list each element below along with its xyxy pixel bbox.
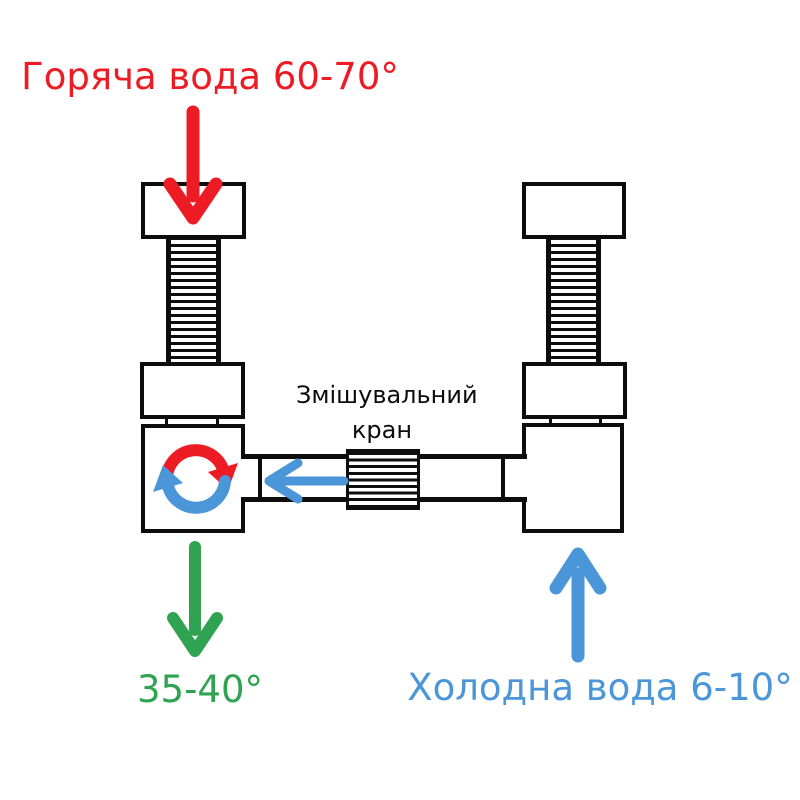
cold-water-label: Холодна вода 6-10° [407,666,793,709]
cold-joint-tick-left [549,419,552,424]
cold-pipe-thread [546,237,601,364]
cold-pipe-nut [522,362,627,419]
hot-pipe-thread [166,237,221,364]
mixer-valve-label-line2: кран [351,416,413,444]
mixer-valve-label: Змішувальний кран [296,378,478,448]
arrow-down-outflow-icon [167,541,223,657]
hot-pipe-nut [140,362,245,419]
hot-joint-tick-right [216,419,219,425]
arrow-left-icon [264,458,349,504]
arrow-down-icon [163,105,223,225]
hot-water-label: Горяча вода 60-70° [21,55,399,98]
pipe-joint-left [258,459,262,497]
mixed-water-label: 35-40° [136,668,263,711]
cold-pipe-cap [522,182,626,239]
pipe-joint-right [501,459,505,497]
cold-joint-tick-right [599,419,602,424]
mixer-valve-label-line1: Змішувальний [296,381,478,409]
hot-joint-tick-left [165,419,168,425]
sync-circular-arrows-icon [153,444,238,514]
arrow-up-icon [549,547,607,663]
